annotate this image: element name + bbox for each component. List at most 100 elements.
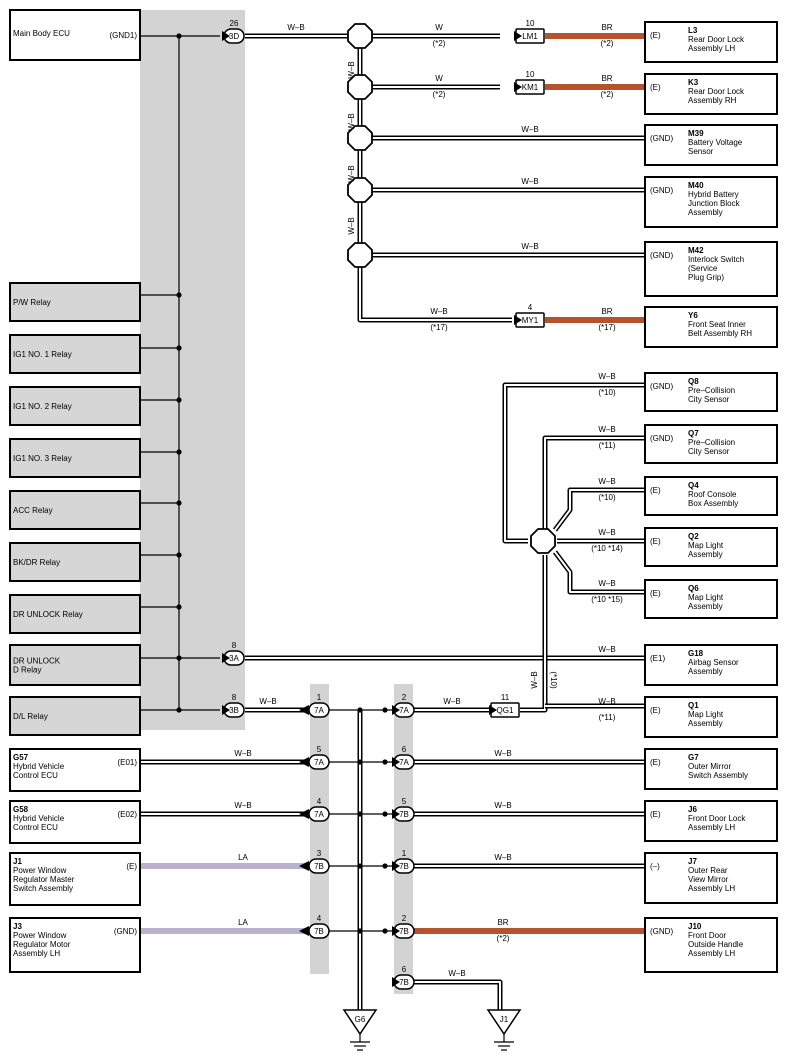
right-line-j10: Assembly LH [688, 949, 735, 958]
right-terminal-j10: (GND) [650, 927, 673, 936]
connector-3a: 3A8 [222, 641, 245, 666]
right-line-y6: Front Seat Inner [688, 320, 746, 329]
connector-km1-arrow [514, 82, 522, 92]
right-terminal-q7: (GND) [650, 434, 673, 443]
wire-color-wl-k3-w: W [435, 74, 443, 83]
left-line-dr-unlock-d-relay: DR UNLOCK [13, 657, 61, 666]
wire-qg1-hub2-inner [520, 555, 546, 711]
connector-7a-6-arrow [392, 757, 400, 767]
splice-octagon-1 [347, 74, 373, 100]
connector-my1-code: MY1 [522, 316, 539, 325]
wire-note-wl-q7: (*11) [599, 441, 616, 450]
right-terminal-k3: (E) [650, 83, 661, 92]
right-code-g18: G18 [688, 649, 704, 658]
wire-color-wl-g18: W–B [598, 645, 615, 654]
connector-qg1-arrow [489, 705, 497, 715]
wire-color-wl-j1-la: LA [238, 853, 248, 862]
left-component-dr-unlock-relay: DR UNLOCK Relay [9, 594, 141, 634]
wire-color-wl-vw4: W–B [347, 217, 356, 234]
right-line-m39: Sensor [688, 147, 714, 156]
right-line-m42: Plug Grip) [688, 273, 724, 282]
right-code-m42: M42 [688, 246, 704, 255]
right-line-j10: Front Door [688, 931, 727, 940]
left-component-pw-relay: P/W Relay [9, 282, 141, 322]
right-line-m42: (Service [688, 264, 718, 273]
wire-to-q8-outer [502, 382, 645, 544]
left-code-j1-left: J1 [13, 857, 22, 866]
left-box-main-body-ecu [9, 9, 141, 61]
wire-note-wl-y6: (*17) [598, 323, 616, 332]
right-box-k3 [644, 73, 778, 115]
left-line-j1-left: Power Window [13, 866, 67, 875]
left-line-g57: Control ECU [13, 771, 58, 780]
connector-7b-2-pin: 2 [402, 914, 407, 923]
wire-note-wl-q2: (*10 *14) [591, 544, 623, 553]
left-box-g57 [9, 748, 141, 792]
wire-color-wl-j10: BR [497, 918, 508, 927]
right-line-k3: Assembly RH [688, 96, 737, 105]
wire-to-q7-outer [533, 435, 645, 539]
wire-to-q7-inner [533, 437, 645, 537]
wire-note-wl-k3-br: (*2) [601, 90, 614, 99]
right-line-q6: Map Light [688, 593, 724, 602]
right-code-j7: J7 [688, 857, 697, 866]
right-line-q2: Map Light [688, 541, 724, 550]
ground-g6-code: G6 [355, 1015, 366, 1024]
connector-qg1-code: QG1 [497, 706, 514, 715]
splice-octagon-0 [347, 23, 373, 49]
right-box-l3 [644, 21, 778, 63]
right-code-m40: M40 [688, 181, 704, 190]
left-line-main-body-ecu: Main Body ECU [13, 29, 70, 38]
connector-7b-3: 7B3 [299, 849, 330, 874]
wire-to-q4-inner [554, 489, 645, 531]
wire-note-wl-q6: (*10 *15) [591, 595, 623, 604]
right-box-m42 [644, 241, 778, 297]
splice-octagon-4 [347, 242, 373, 268]
splice-octagon-2 [347, 125, 373, 151]
right-code-g7: G7 [688, 753, 699, 762]
right-code-k3: K3 [688, 78, 699, 87]
connector-7b-5-arrow [392, 809, 400, 819]
wire-color-wl-j7: W–B [494, 853, 511, 862]
left-line-bkdr-relay: BK/DR Relay [13, 558, 60, 567]
left-box-g58 [9, 800, 141, 844]
splice-band [140, 10, 245, 730]
left-line-g58: Control ECU [13, 823, 58, 832]
connector-7b-5-pin: 5 [402, 797, 407, 806]
wire-to-q7 [533, 435, 645, 539]
connector-3d-pin: 26 [230, 19, 239, 28]
wire-to-q6 [553, 550, 645, 595]
connector-7a-1-arrow [299, 705, 309, 715]
wire-color-wl-vw2: W–B [347, 113, 356, 130]
ground-g6-triangle [342, 1009, 378, 1036]
wire-note-wl-k3-w: (*2) [433, 90, 446, 99]
connector-7b-2-arrow [392, 926, 400, 936]
connector-my1-pin: 4 [528, 303, 533, 312]
wire-to-q8-inner [504, 384, 645, 542]
wire-color-wl-q7: W–B [598, 425, 615, 434]
ground-g6: G6 [342, 1009, 378, 1051]
left-terminal-j1-left: (E) [126, 862, 137, 871]
splice-dot [176, 345, 182, 351]
connector-7b-1: 7B1 [392, 849, 415, 874]
wire-color-wl-vw1: W–B [347, 61, 356, 78]
right-line-q4: Box Assembly [688, 499, 738, 508]
left-component-ig1-no1-relay: IG1 NO. 1 Relay [9, 334, 141, 374]
wire-ground-j1-outer [413, 979, 503, 1010]
left-component-acc-relay: ACC Relay [9, 490, 141, 530]
right-code-q8: Q8 [688, 377, 699, 386]
right-box-j7 [644, 852, 778, 904]
wire-color-wl-m42: W–B [521, 242, 538, 251]
right-line-q8: Pre–Collision [688, 386, 735, 395]
connector-7b-3-pin: 3 [317, 849, 322, 858]
right-terminal-m40: (GND) [650, 186, 673, 195]
